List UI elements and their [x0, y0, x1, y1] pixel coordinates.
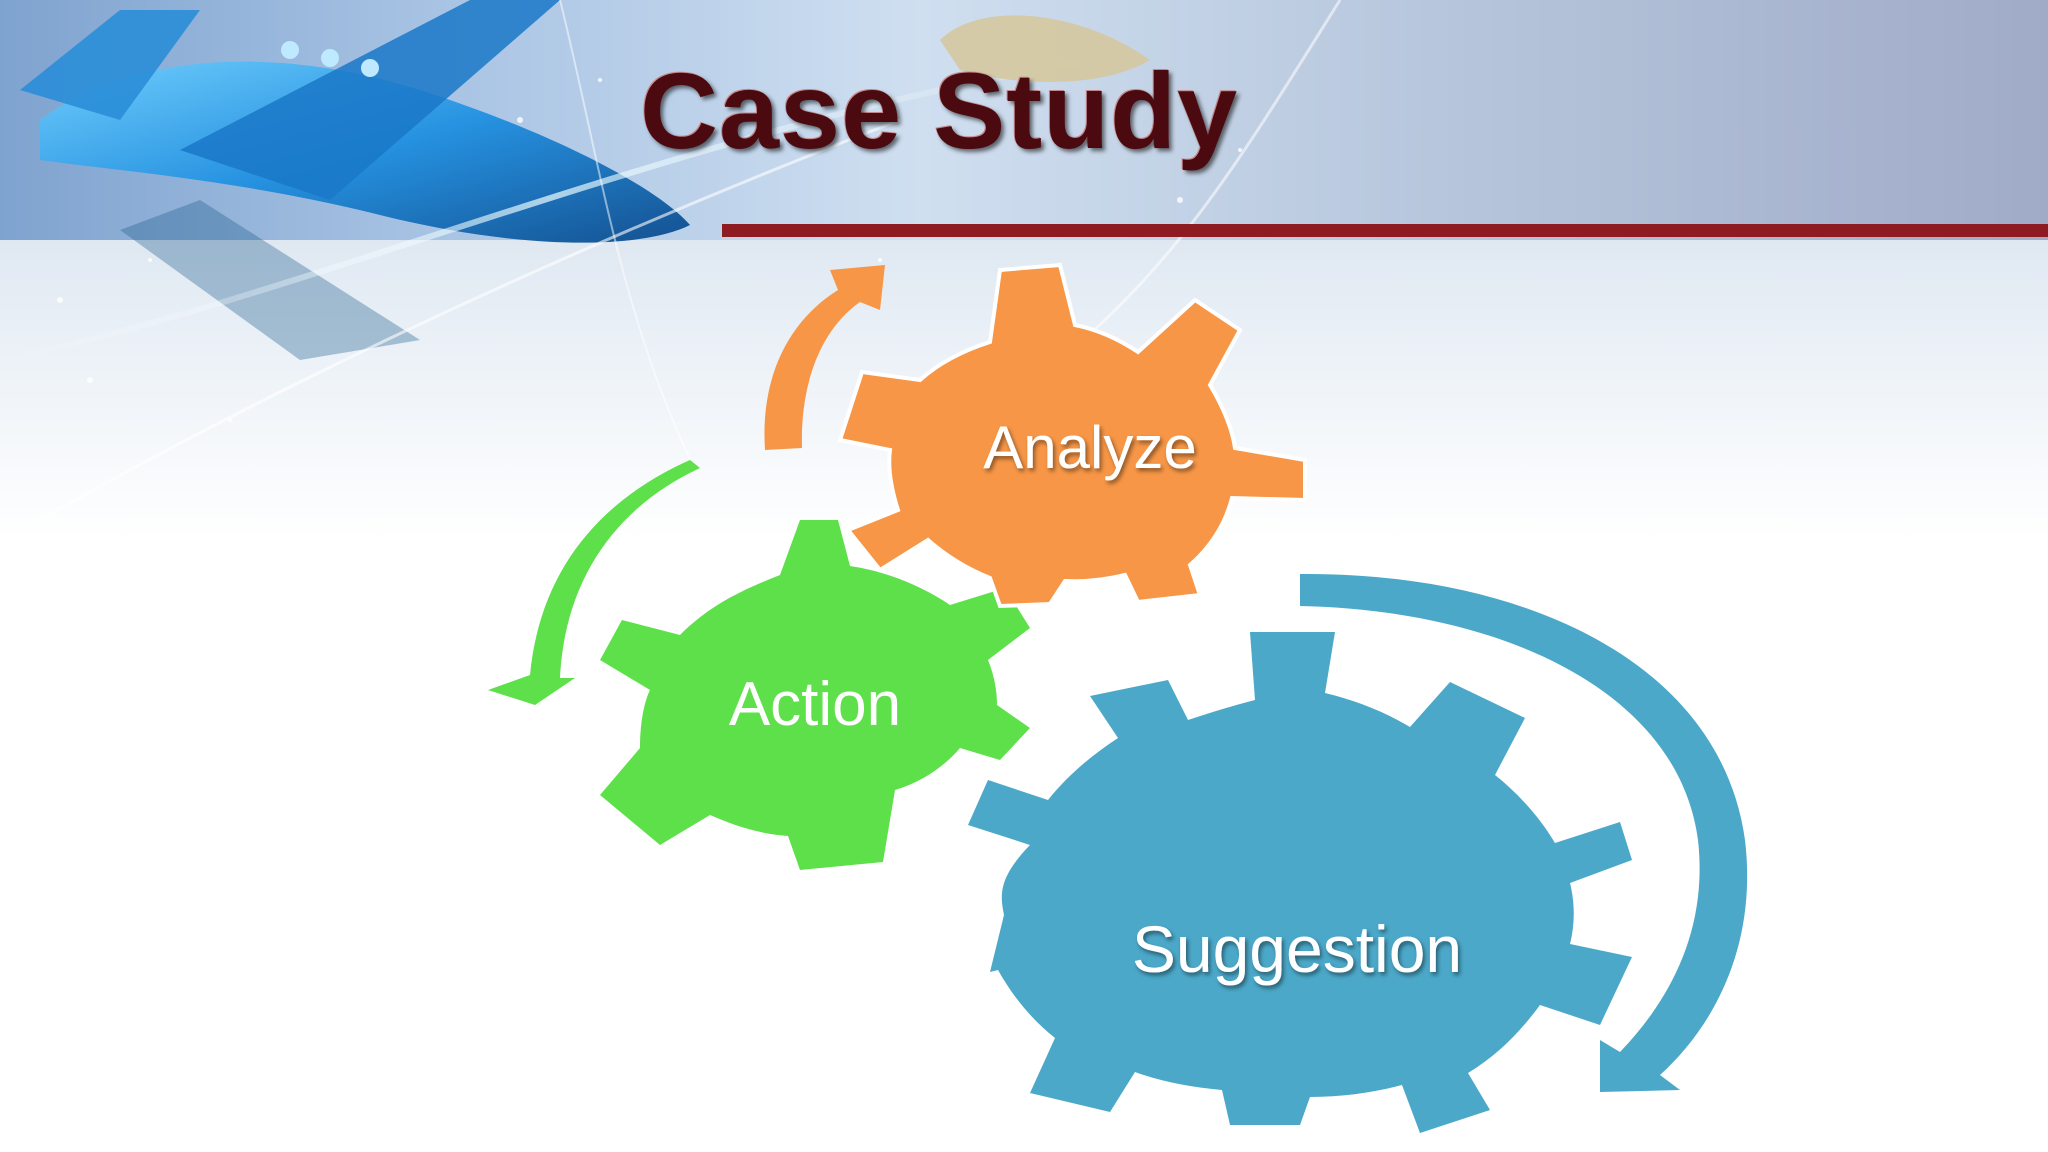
gear-action-label: Action — [729, 670, 901, 739]
arrow-analyze — [764, 265, 885, 450]
gear-suggestion-shape — [968, 632, 1632, 1133]
gear-analyze: Analyze — [837, 262, 1307, 609]
arrow-suggestion — [1300, 573, 1748, 1092]
slide-title: Case Study — [640, 50, 1239, 171]
gear-action-shape — [600, 520, 1030, 870]
arrow-action — [488, 460, 700, 705]
gear-suggestion: Suggestion — [968, 632, 1632, 1133]
gear-action: Action — [600, 520, 1030, 870]
title-underline — [722, 224, 2048, 237]
gear-analyze-shape — [837, 262, 1307, 609]
airplane-illustration — [0, 0, 1342, 522]
gear-analyze-label: Analyze — [983, 414, 1196, 481]
gear-suggestion-label: Suggestion — [1132, 912, 1462, 986]
